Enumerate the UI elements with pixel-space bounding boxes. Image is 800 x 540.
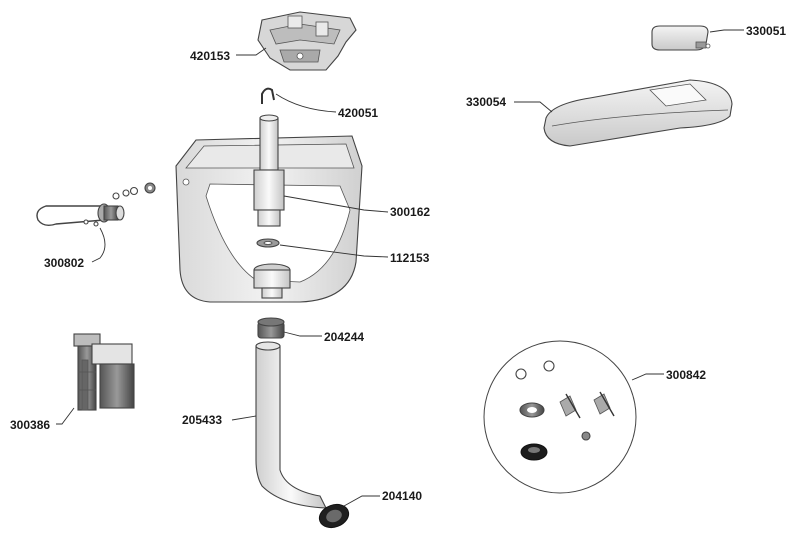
seal-washer-icon [256, 238, 280, 248]
label-300842: 300842 [666, 368, 706, 382]
leader-300842 [631, 373, 664, 381]
leader-300802 [91, 227, 106, 263]
label-300802: 300802 [44, 256, 84, 270]
label-204244: 204244 [324, 330, 364, 344]
nut-icon [257, 317, 285, 339]
inlet-connector-icon [36, 182, 156, 227]
fixing-kit-icon [483, 340, 637, 494]
label-420153: 420153 [190, 49, 230, 63]
overflow-pipe-icon [253, 114, 285, 227]
valve-top-assembly-icon [257, 11, 357, 71]
leader-204140 [343, 495, 380, 507]
push-button-icon [651, 25, 711, 51]
leader-112153 [279, 244, 389, 258]
cistern-lid-icon [543, 79, 733, 147]
leader-205433 [231, 415, 257, 421]
leader-300162 [283, 195, 389, 213]
leader-330051 [709, 29, 744, 33]
label-330051: 330051 [746, 24, 786, 38]
leader-420153 [236, 47, 267, 56]
flush-pipe-icon [255, 341, 327, 509]
label-300386: 300386 [10, 418, 50, 432]
rubber-cone-seal-icon [318, 503, 350, 529]
leader-420051 [275, 93, 337, 113]
leader-330054 [514, 101, 553, 113]
label-204140: 204140 [382, 489, 422, 503]
fill-valve-icon [73, 333, 135, 411]
outlet-socket-icon [253, 263, 291, 299]
label-300162: 300162 [390, 205, 430, 219]
label-205433: 205433 [182, 413, 222, 427]
leader-204244 [283, 331, 322, 337]
label-420051: 420051 [338, 106, 378, 120]
leader-300386 [56, 407, 75, 425]
label-330054: 330054 [466, 95, 506, 109]
wire-clip-icon [261, 87, 275, 104]
label-112153: 112153 [390, 251, 430, 265]
